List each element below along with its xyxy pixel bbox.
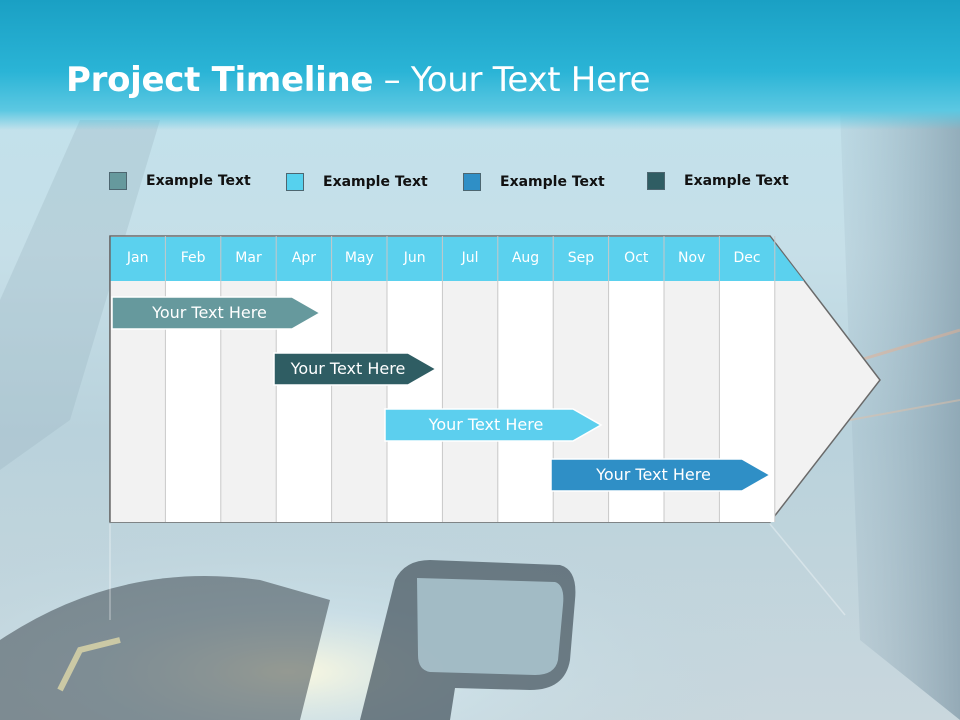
legend-swatch-1: [109, 172, 127, 190]
month-column: [497, 281, 554, 522]
legend-swatch-3: [463, 173, 481, 191]
month-label-jan: Jan: [126, 250, 149, 266]
month-header-band: [110, 237, 804, 281]
bar-label-2: Your Text Here: [290, 359, 406, 378]
month-label-jun: Jun: [403, 250, 426, 266]
legend-label-2: Example Text: [323, 174, 428, 190]
legend-item-3: Example Text: [463, 172, 605, 192]
month-column: [331, 281, 387, 522]
legend-label-3: Example Text: [500, 174, 605, 190]
timeline-bars: [111, 296, 772, 492]
legend-swatch-4: [647, 172, 665, 190]
bar-label-1: Your Text Here: [152, 303, 267, 322]
title-rest: – Your Text Here: [373, 60, 651, 100]
legend-item-4: Example Text: [647, 171, 789, 191]
month-label-nov: Nov: [678, 250, 706, 266]
month-label-feb: Feb: [180, 250, 206, 266]
month-label-may: May: [344, 250, 374, 266]
title-bold: Project Timeline: [66, 60, 374, 100]
header-band: [0, 0, 960, 130]
month-label-sep: Sep: [567, 250, 595, 266]
legend-label-4: Example Text: [684, 173, 789, 189]
timeline-bar-1: [111, 296, 322, 330]
bar-label-4: Your Text Here: [596, 465, 711, 484]
month-label-apr: Apr: [291, 250, 316, 266]
month-column: [442, 281, 498, 522]
month-label-mar: Mar: [235, 250, 262, 266]
page-title: Project Timeline – Your Text Here: [66, 60, 651, 100]
month-label-jul: Jul: [461, 250, 479, 266]
timeline-bar-3: [384, 408, 603, 442]
timeline-bar-2: [273, 352, 438, 386]
legend-item-1: Example Text: [109, 171, 251, 191]
timeline-reflection: [109, 523, 846, 620]
month-label-aug: Aug: [511, 250, 540, 266]
timeline-bar-4: [550, 458, 772, 492]
legend-label-1: Example Text: [146, 173, 251, 189]
month-label-dec: Dec: [733, 250, 761, 266]
legend-swatch-2: [286, 173, 304, 191]
legend-item-2: Example Text: [286, 172, 428, 192]
month-column: [387, 281, 443, 522]
month-label-oct: Oct: [624, 250, 649, 266]
bar-label-3: Your Text Here: [428, 415, 544, 434]
